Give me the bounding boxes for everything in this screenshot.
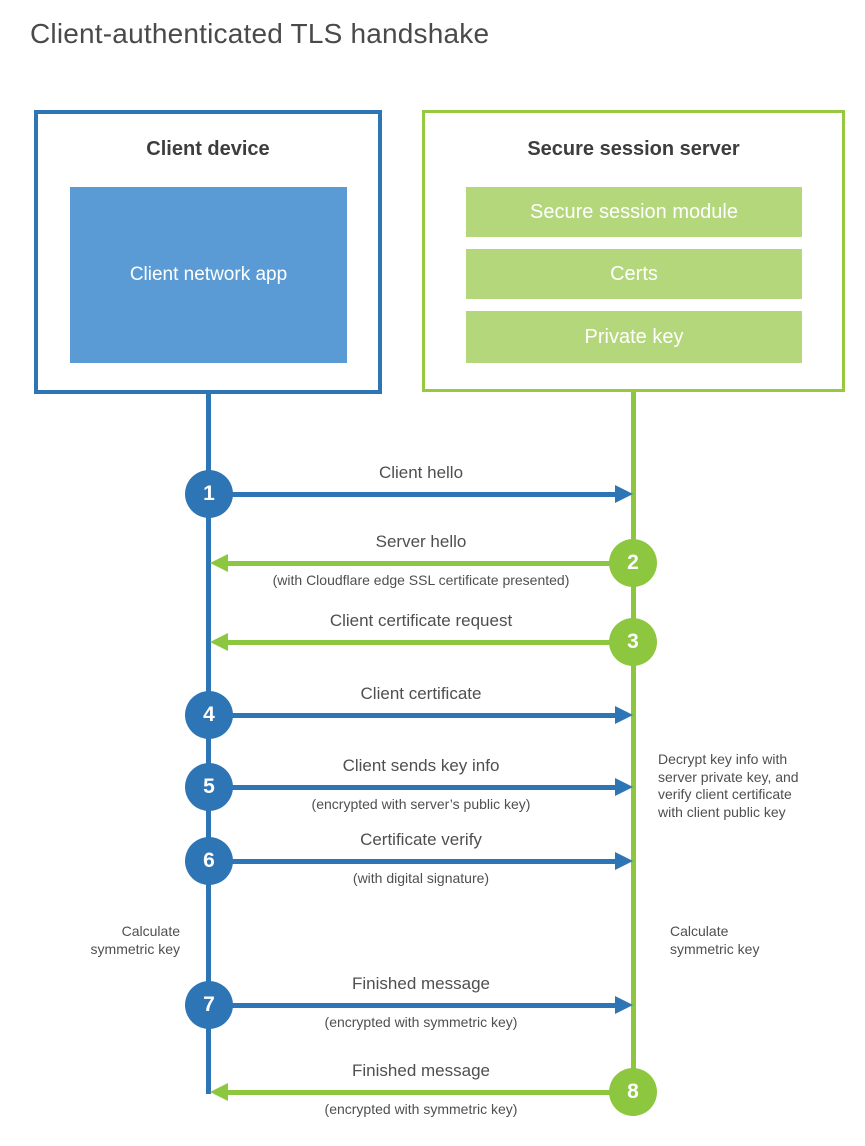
client-lifeline xyxy=(206,394,211,1094)
client-network-app-box: Client network app xyxy=(70,187,347,363)
server-module-bar: Private key xyxy=(466,311,802,363)
arrowhead-icon xyxy=(615,706,633,724)
calculate-symmetric-key-note-left: Calculate symmetric key xyxy=(90,923,180,957)
step-number-badge: 6 xyxy=(185,837,233,885)
step-number-badge: 7 xyxy=(185,981,233,1029)
step-label: Client sends key info xyxy=(342,756,500,775)
step-number-badge: 1 xyxy=(185,470,233,518)
step-label: Finished message xyxy=(352,1061,490,1080)
step-number-badge: 2 xyxy=(609,539,657,587)
step-number-badge: 5 xyxy=(185,763,233,811)
step-number-badge: 8 xyxy=(609,1068,657,1116)
page-title: Client-authenticated TLS handshake xyxy=(30,18,490,49)
arrow-right-icon xyxy=(209,996,633,1014)
arrow-right-icon xyxy=(209,485,633,503)
step-sublabel: (with Cloudflare edge SSL certificate pr… xyxy=(272,572,570,588)
arrow-left-icon xyxy=(210,554,633,572)
server-module-bar: Certs xyxy=(466,249,802,299)
step-label: Certificate verify xyxy=(360,830,482,849)
arrow-right-icon xyxy=(209,852,633,870)
step-sublabel: (encrypted with server’s public key) xyxy=(311,796,531,812)
arrowhead-icon xyxy=(615,778,633,796)
arrowhead-icon xyxy=(210,1083,228,1101)
server-module-bar: Secure session module xyxy=(466,187,802,237)
arrow-right-icon xyxy=(209,706,633,724)
arrow-left-icon xyxy=(210,1083,633,1101)
arrow-left-icon xyxy=(210,633,633,651)
client-device-title: Client device xyxy=(146,138,270,160)
arrowhead-icon xyxy=(210,554,228,572)
step-label: Server hello xyxy=(375,532,467,551)
arrowhead-icon xyxy=(615,485,633,503)
arrowhead-icon xyxy=(615,996,633,1014)
step-label: Finished message xyxy=(352,974,490,993)
step-sublabel: (with digital signature) xyxy=(352,870,490,886)
step-number-badge: 4 xyxy=(185,691,233,739)
step-label: Client certificate request xyxy=(329,611,513,630)
calculate-symmetric-key-note-right: Calculate symmetric key xyxy=(670,923,760,957)
arrowhead-icon xyxy=(210,633,228,651)
step-label: Client hello xyxy=(378,463,464,482)
step-sublabel: (encrypted with symmetric key) xyxy=(324,1101,518,1117)
arrow-right-icon xyxy=(209,778,633,796)
secure-session-server-title: Secure session server xyxy=(527,138,740,160)
step-sublabel: (encrypted with symmetric key) xyxy=(324,1014,518,1030)
arrowhead-icon xyxy=(615,852,633,870)
decrypt-key-note: Decrypt key info with server private key… xyxy=(658,751,799,820)
step-number-badge: 3 xyxy=(609,618,657,666)
step-label: Client certificate xyxy=(360,684,482,703)
server-lifeline xyxy=(631,392,636,1092)
